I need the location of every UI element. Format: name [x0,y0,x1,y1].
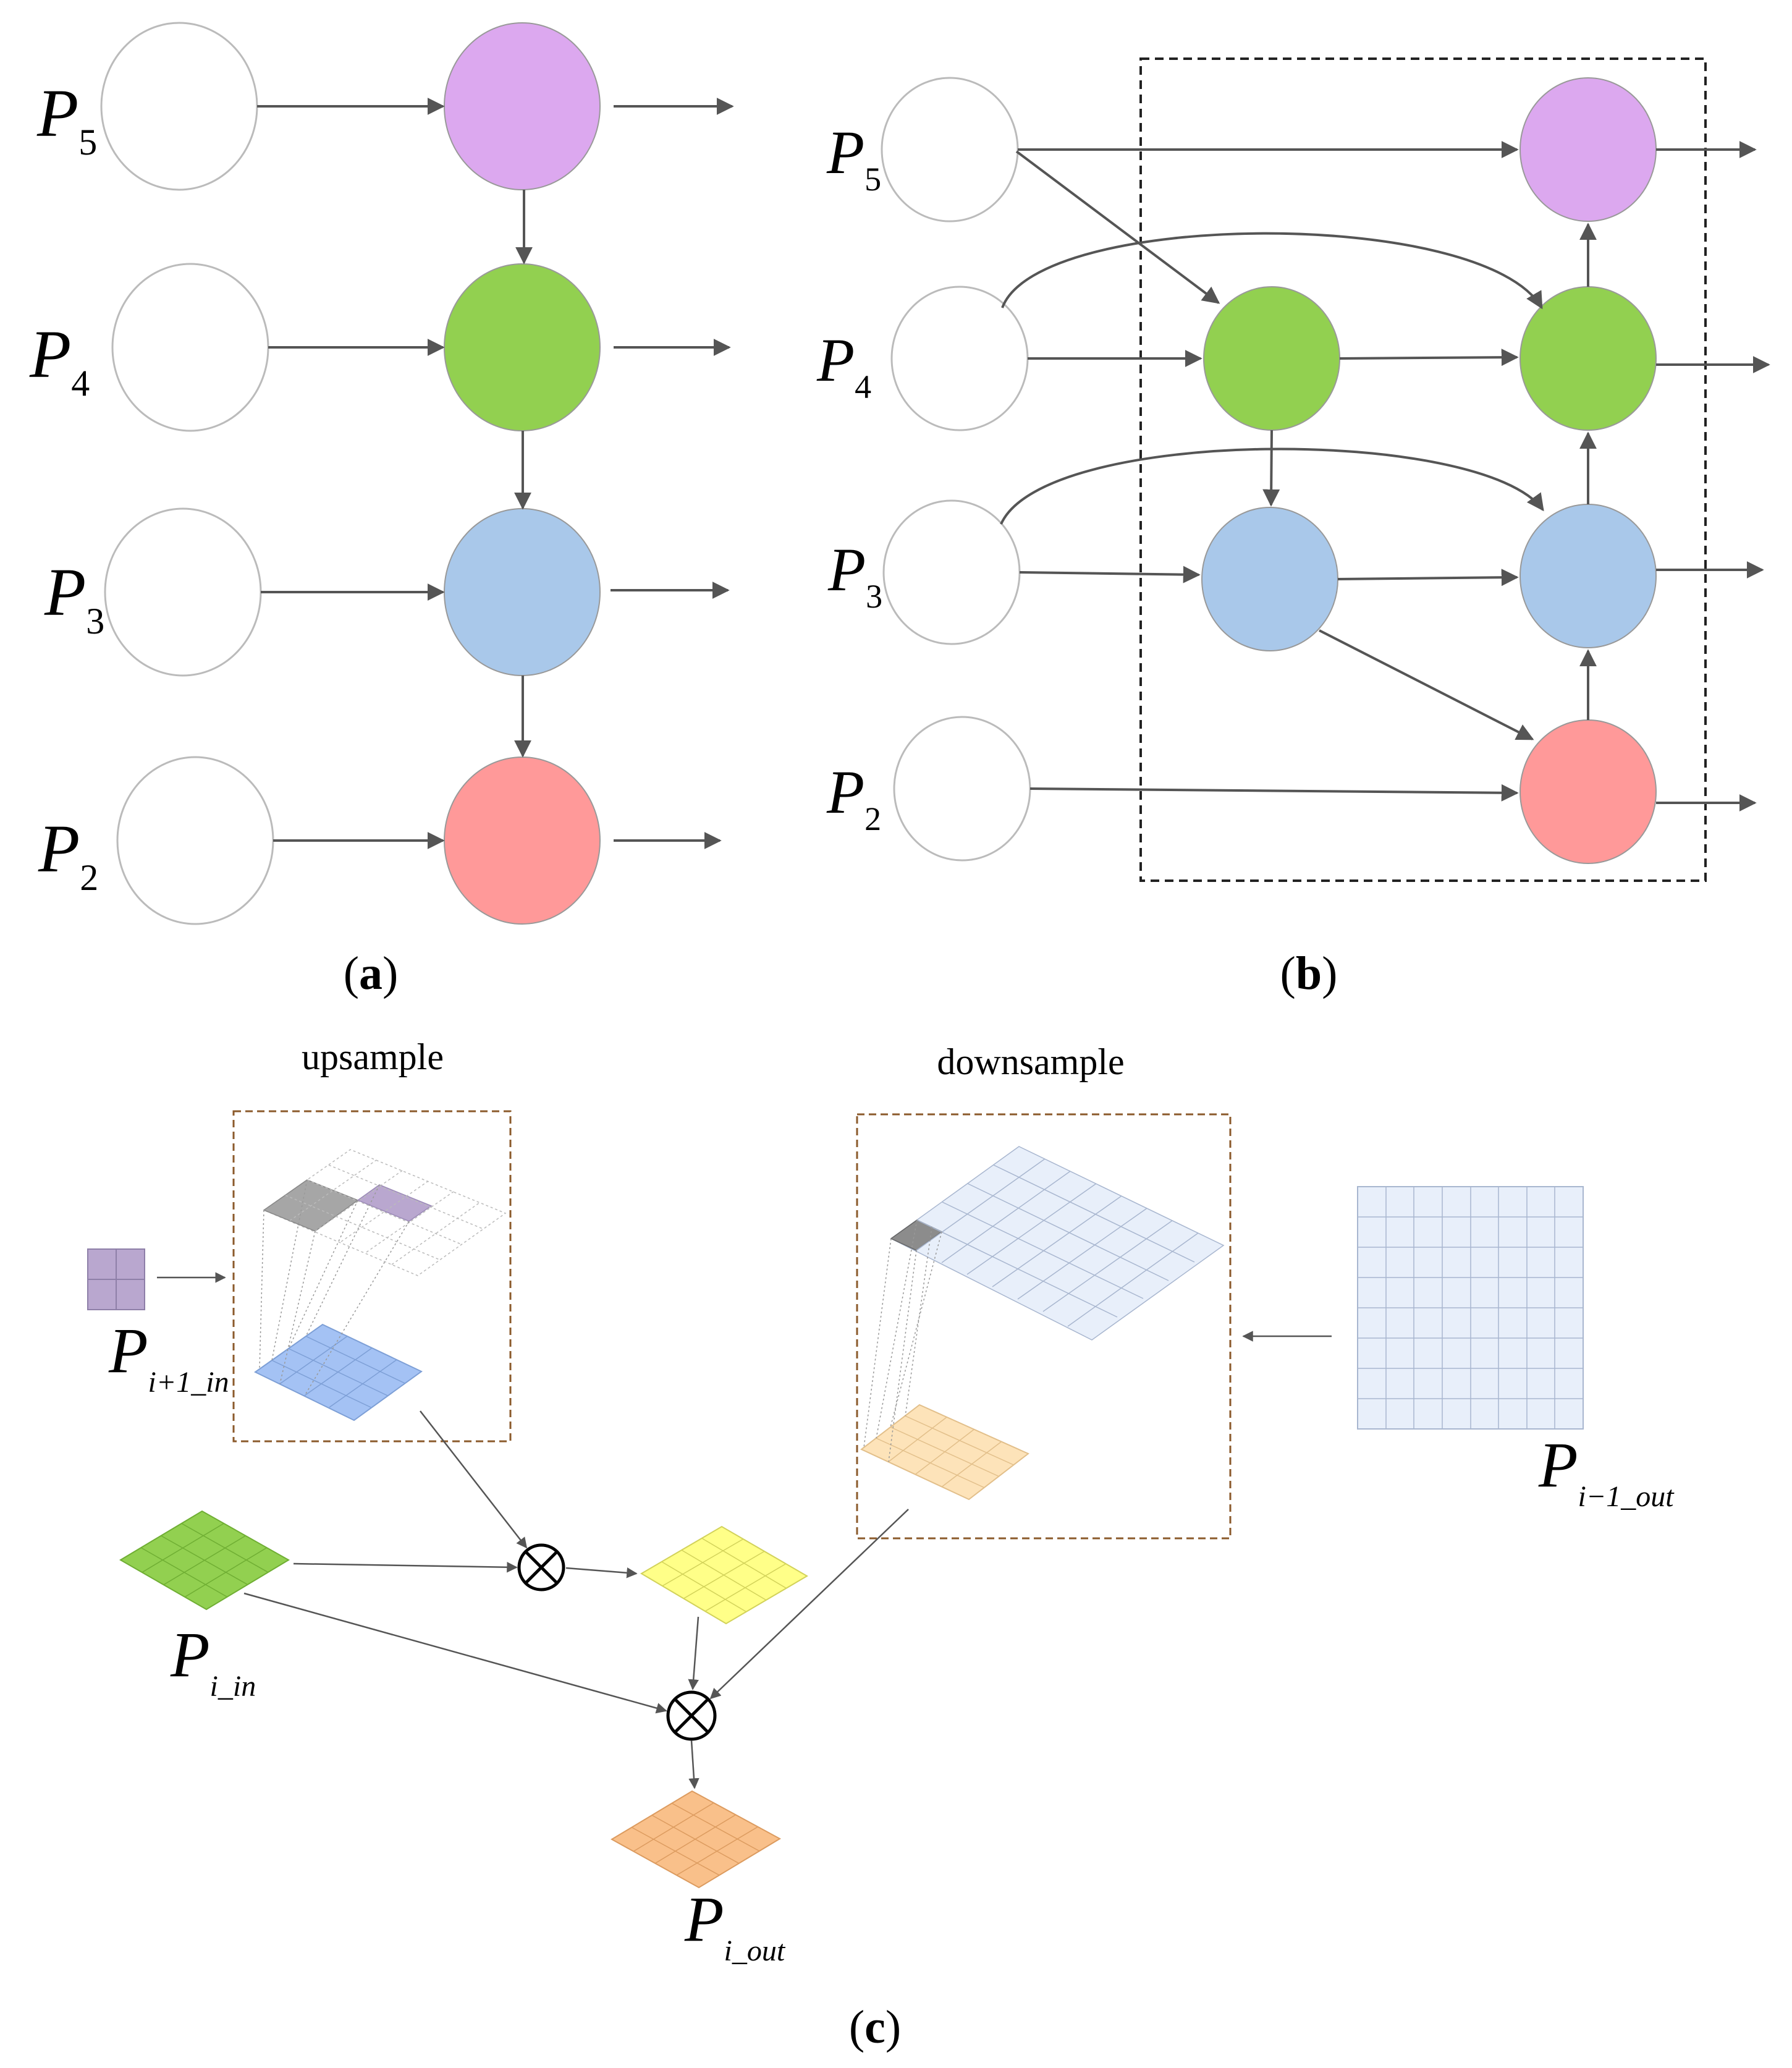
label-p5-a: P5 [36,75,97,163]
caption-a: (a) [344,947,399,999]
downsample-beige-map [860,1404,1029,1501]
p-i-in-map [119,1510,290,1611]
label-p5-b: P5 [826,118,881,198]
label-p3-b: P3 [827,535,882,615]
label-p4-a: P4 [29,316,90,404]
input-node-p5 [100,22,258,191]
upsample-projection-lines [259,1179,410,1396]
downsample-upper-grid [890,1146,1225,1341]
caption-b: (b) [1280,947,1338,999]
label-p-iplus1-in: Pi+1_in [108,1315,229,1399]
panel-b-edges [1000,141,1770,812]
label-p3-a: P3 [44,554,104,642]
downsample-projection-lines [863,1219,942,1462]
p-i-out-map [610,1790,782,1889]
input-node-p2-b [893,716,1031,862]
mid-node-p4 [1203,286,1340,431]
output-node-p5 [444,22,601,190]
downsample-title: downsample [937,1041,1124,1082]
upsample-blue-map [254,1323,423,1422]
panel-c-edges [243,1410,909,1789]
input-node-p4-b [890,286,1029,431]
label-p-iminus1-out: Pi−1_out [1538,1430,1675,1513]
input-node-p2 [116,756,274,925]
bifpn-block-box [1139,57,1707,882]
panel-c: upsample downsample [87,1036,1675,2053]
caption-c: (c) [849,2001,901,2053]
label-p4-b: P4 [816,326,871,405]
out-node-p2-b [1519,719,1657,864]
out-node-p5-b [1519,77,1657,222]
output-node-p2 [444,756,601,925]
panel-a-edges [257,98,734,849]
p-iplus1-in-map [87,1248,145,1310]
output-node-p4 [444,263,601,431]
out-node-p4-b [1519,286,1657,431]
panel-b: P5 P4 P3 P2 (b) [816,57,1770,999]
input-node-p3-b [882,499,1021,645]
upsample-title: upsample [302,1036,444,1077]
label-p2-b: P2 [826,758,881,837]
input-node-p4 [111,263,269,432]
upsample-upper-grid [263,1149,507,1276]
label-p2-a: P2 [38,811,98,898]
intermediate-yellow-map [640,1525,808,1625]
input-node-p5-b [881,77,1019,222]
out-node-p3-b [1519,504,1657,648]
output-node-p3 [444,508,601,676]
upsample-box [232,1110,512,1443]
multiply-operator-2 [666,1690,717,1741]
input-node-p3 [104,507,262,677]
multiply-operator-1 [517,1543,565,1591]
panel-a: P5 P4 P3 P2 (a) [29,22,734,999]
label-p-i-out: Pi_out [684,1884,786,1967]
p-iminus1-out-map [1357,1186,1584,1430]
label-p-i-in: Pi_in [170,1619,256,1703]
mid-node-p3 [1201,507,1338,651]
